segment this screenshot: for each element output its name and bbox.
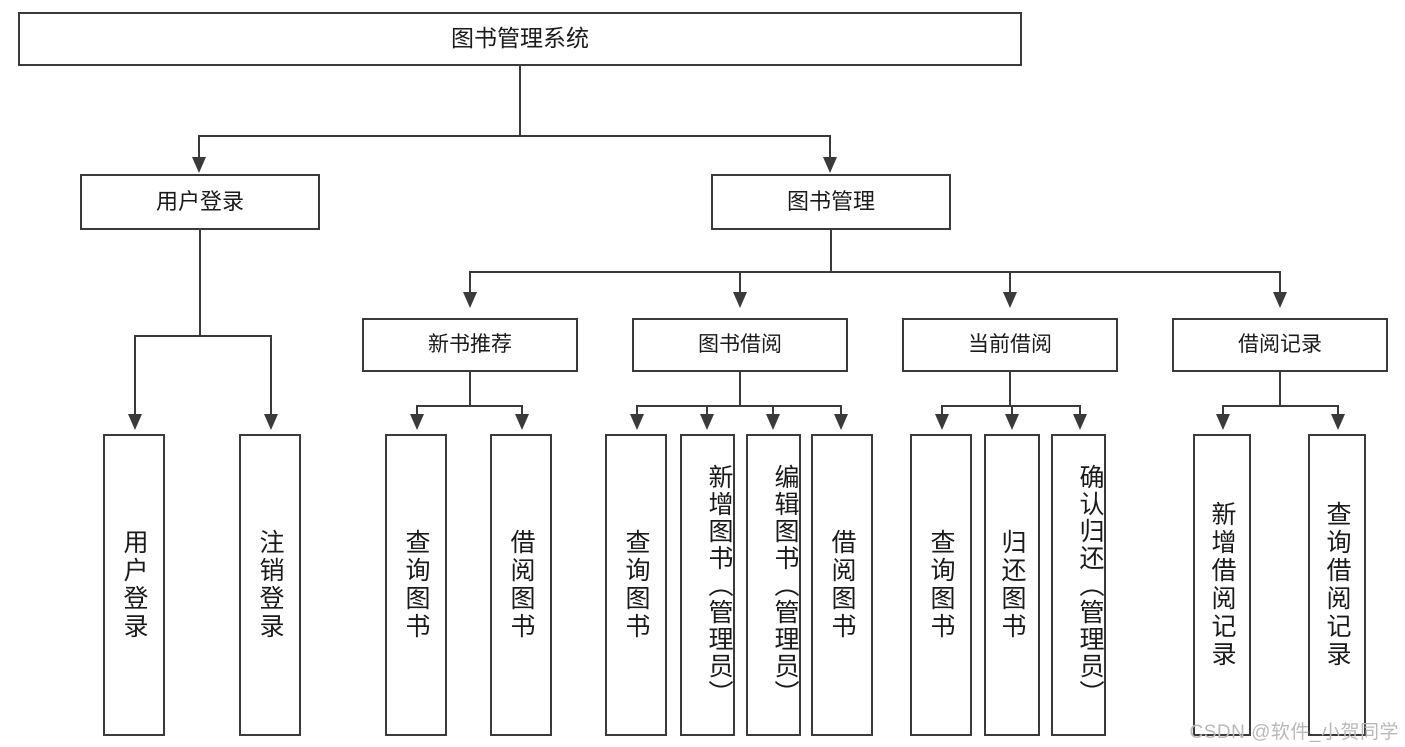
node-label: 图书管理 [786, 188, 875, 214]
connector-book-borrow-stem [739, 372, 741, 406]
node-label: 编辑图书（管理员） [771, 463, 799, 707]
node-label: 用户登录 [120, 529, 148, 641]
node-book-manage[interactable]: 图书管理 [711, 174, 951, 230]
arrowhead-book-manage-new-book [463, 292, 477, 308]
arrowhead-borrow-record-leaf-1 [1216, 414, 1230, 430]
connector-user-login-bus [134, 335, 271, 337]
connector-borrow-record-bus [1222, 405, 1339, 407]
node-label: 归还图书 [998, 529, 1026, 641]
arrowhead-book-manage-record [1273, 292, 1287, 308]
node-label: 图书借阅 [698, 333, 782, 357]
leaf-add-borrow-record[interactable]: 新增借阅记录 [1193, 434, 1251, 736]
connector-new-book-to-leaf-2 [521, 405, 523, 417]
arrowhead-root-to-user-login [192, 157, 206, 173]
connector-borrow-record-to-leaf-2 [1337, 405, 1339, 417]
leaf-confirm-return-admin[interactable]: 确认归还（管理员） [1051, 434, 1106, 736]
node-label: 借阅记录 [1238, 333, 1322, 357]
leaf-borrow-book-borrow[interactable]: 借阅图书 [811, 434, 873, 736]
node-label: 用户登录 [155, 188, 244, 214]
node-label: 借阅图书 [507, 529, 535, 641]
connector-current-borrow-to-leaf-2 [1011, 405, 1013, 417]
connector-new-book-stem [469, 372, 471, 406]
node-label: 新增图书（管理员） [705, 463, 733, 707]
node-label: 查询图书 [622, 529, 650, 641]
node-book-borrow[interactable]: 图书借阅 [632, 318, 848, 372]
leaf-edit-book-admin[interactable]: 编辑图书（管理员） [746, 434, 801, 736]
node-root-book-management-system[interactable]: 图书管理系统 [18, 12, 1022, 66]
arrowhead-new-book-leaf-2 [515, 414, 529, 430]
connector-current-borrow-to-leaf-3 [1079, 405, 1081, 417]
node-label: 查询借阅记录 [1323, 501, 1351, 669]
connector-current-borrow-to-leaf-1 [941, 405, 943, 417]
node-label: 新书推荐 [428, 333, 512, 357]
connector-book-borrow-bus [636, 405, 842, 407]
leaf-query-book-current[interactable]: 查询图书 [910, 434, 972, 736]
arrowhead-user-login-leaf-2 [264, 414, 278, 430]
arrowhead-book-manage-borrow [733, 292, 747, 308]
connector-root-to-book-manage [829, 135, 831, 160]
connector-book-borrow-to-leaf-3 [772, 405, 774, 417]
leaf-add-book-admin[interactable]: 新增图书（管理员） [680, 434, 735, 736]
connector-root-to-user-login [198, 135, 200, 160]
connector-borrow-record-stem [1279, 372, 1281, 406]
arrowhead-current-borrow-leaf-3 [1073, 414, 1087, 430]
node-label: 查询图书 [402, 529, 430, 641]
arrowhead-user-login-leaf-1 [128, 414, 142, 430]
leaf-borrow-book-new-recommend[interactable]: 借阅图书 [490, 434, 552, 736]
node-borrow-record[interactable]: 借阅记录 [1172, 318, 1388, 372]
connector-root-stem [519, 66, 521, 136]
connector-book-manage-to-new-book [469, 271, 471, 295]
leaf-logout-login[interactable]: 注销登录 [239, 434, 301, 736]
connector-user-login-to-leaf-1 [134, 335, 136, 417]
arrowhead-book-borrow-leaf-1 [630, 414, 644, 430]
arrowhead-current-borrow-leaf-2 [1005, 414, 1019, 430]
leaf-query-book-borrow[interactable]: 查询图书 [605, 434, 667, 736]
arrowhead-book-manage-current [1003, 292, 1017, 308]
node-user-login[interactable]: 用户登录 [80, 174, 320, 230]
arrowhead-borrow-record-leaf-2 [1331, 414, 1345, 430]
connector-book-manage-to-borrow [739, 271, 741, 295]
connector-root-bus [198, 135, 831, 137]
node-label: 注销登录 [256, 529, 284, 641]
node-label: 借阅图书 [828, 529, 856, 641]
arrowhead-new-book-leaf-1 [410, 414, 424, 430]
arrowhead-book-borrow-leaf-3 [766, 414, 780, 430]
node-label: 图书管理系统 [451, 25, 589, 52]
node-current-borrow[interactable]: 当前借阅 [902, 318, 1118, 372]
leaf-return-book[interactable]: 归还图书 [984, 434, 1040, 736]
connector-book-manage-stem [830, 230, 832, 272]
node-label: 当前借阅 [968, 333, 1052, 357]
arrowhead-current-borrow-leaf-1 [935, 414, 949, 430]
connector-book-manage-bus [469, 271, 1281, 273]
leaf-query-book-new-recommend[interactable]: 查询图书 [385, 434, 447, 736]
arrowhead-root-to-book-manage [823, 157, 837, 173]
connector-user-login-to-leaf-2 [270, 335, 272, 417]
node-label: 确认归还（管理员） [1076, 463, 1104, 707]
arrowhead-book-borrow-leaf-2 [700, 414, 714, 430]
node-label: 查询图书 [927, 529, 955, 641]
connector-new-book-to-leaf-1 [416, 405, 418, 417]
connector-book-manage-to-record [1279, 271, 1281, 295]
connector-book-manage-to-current [1009, 271, 1011, 295]
arrowhead-book-borrow-leaf-4 [834, 414, 848, 430]
node-new-book-recommend[interactable]: 新书推荐 [362, 318, 578, 372]
leaf-query-borrow-record[interactable]: 查询借阅记录 [1308, 434, 1366, 736]
node-label: 新增借阅记录 [1208, 501, 1236, 669]
connector-new-book-bus [416, 405, 523, 407]
connector-book-borrow-to-leaf-1 [636, 405, 638, 417]
connector-borrow-record-to-leaf-1 [1222, 405, 1224, 417]
connector-book-borrow-to-leaf-4 [840, 405, 842, 417]
watermark-text: CSDN @软件_小贺同学 [1189, 722, 1399, 743]
connector-book-borrow-to-leaf-2 [706, 405, 708, 417]
leaf-user-login[interactable]: 用户登录 [103, 434, 165, 736]
connector-user-login-stem [199, 230, 201, 336]
connector-current-borrow-stem [1009, 372, 1011, 406]
